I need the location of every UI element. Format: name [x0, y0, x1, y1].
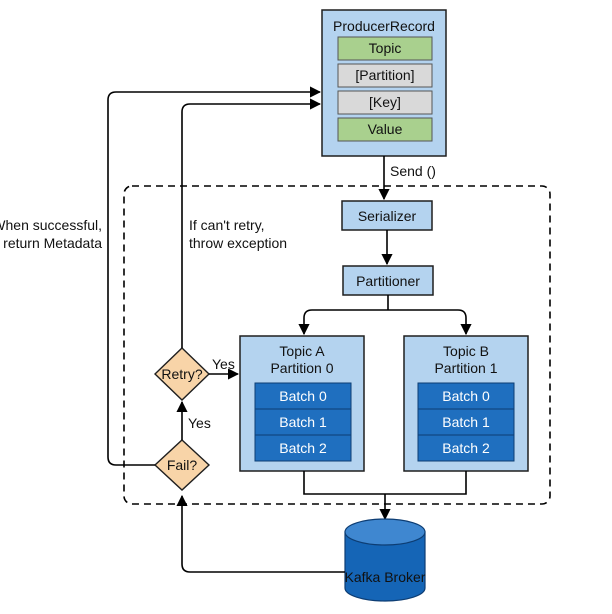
cant-retry-path	[181, 98, 322, 348]
yes-retry-label: Yes	[212, 356, 235, 372]
topic-a-partition-0: Topic A Partition 0 Batch 0 Batch 1 Batc…	[239, 335, 365, 472]
topic-b-batch-1: Batch 1	[442, 414, 490, 430]
topic-a-batch-1-box	[254, 408, 352, 436]
partition-0-label: Partition 0	[270, 360, 333, 376]
cant-retry-note-line1: If can't retry,	[189, 217, 265, 233]
partitioner-split-arrows	[303, 295, 467, 332]
retry-decision: Retry?	[153, 347, 211, 401]
cant-retry-note-line2: throw exception	[189, 235, 287, 251]
topic-a-batch-1: Batch 1	[279, 414, 327, 430]
broker-cylinder-body	[344, 531, 426, 602]
producer-record-title: ProducerRecord	[333, 18, 435, 34]
fail-label: Fail?	[167, 457, 198, 473]
partition-1-label: Partition 1	[434, 360, 497, 376]
send-label: Send ()	[390, 163, 436, 179]
partitions-merge-line	[303, 471, 467, 516]
partitioner-label: Partitioner	[356, 273, 420, 289]
success-path	[107, 86, 322, 466]
field-key-box	[337, 90, 433, 115]
kafka-broker: Kafka Broker	[344, 518, 426, 602]
topic-a-batch-0: Batch 0	[279, 388, 327, 404]
broker-cylinder-top	[344, 518, 426, 546]
fail-decision: Fail?	[153, 439, 211, 491]
topic-b-batch-0-box	[417, 382, 515, 410]
field-topic-label: Topic	[369, 40, 402, 56]
field-partition-label: [Partition]	[355, 67, 414, 83]
serializer-label: Serializer	[358, 208, 417, 224]
producer-record: ProducerRecord Topic [Partition] [Key] V…	[321, 9, 447, 157]
topic-b-batch-2: Batch 2	[442, 440, 490, 456]
field-partition-box	[337, 63, 433, 88]
field-topic-box	[337, 36, 433, 61]
topic-a-batch-2: Batch 2	[279, 440, 327, 456]
field-partition: [Partition]	[337, 63, 433, 88]
broker-response-arrow	[176, 494, 345, 573]
field-key: [Key]	[337, 90, 433, 115]
topic-b-batch-0: Batch 0	[442, 388, 490, 404]
topic-a-batch-0-box	[254, 382, 352, 410]
field-value: Value	[337, 117, 433, 142]
topic-a-label: Topic A	[279, 343, 325, 359]
success-note-line1: When successful,	[0, 217, 102, 233]
serializer-box	[341, 200, 433, 231]
yes-fail-label: Yes	[188, 415, 211, 431]
producer-boundary	[123, 185, 551, 505]
retry-label: Retry?	[161, 366, 202, 382]
success-note-line2: return Metadata	[3, 235, 102, 251]
topic-a-batch-2-box	[254, 434, 352, 462]
partitioner-box	[342, 265, 434, 296]
topic-b-label: Topic B	[443, 343, 489, 359]
topic-b-batch-2-box	[417, 434, 515, 462]
field-key-label: [Key]	[369, 94, 401, 110]
topic-b-partition-1: Topic B Partition 1 Batch 0 Batch 1 Batc…	[403, 335, 529, 472]
broker-label: Kafka Broker	[345, 569, 426, 585]
field-value-label: Value	[368, 121, 403, 137]
field-value-box	[337, 117, 433, 142]
field-topic: Topic	[337, 36, 433, 61]
